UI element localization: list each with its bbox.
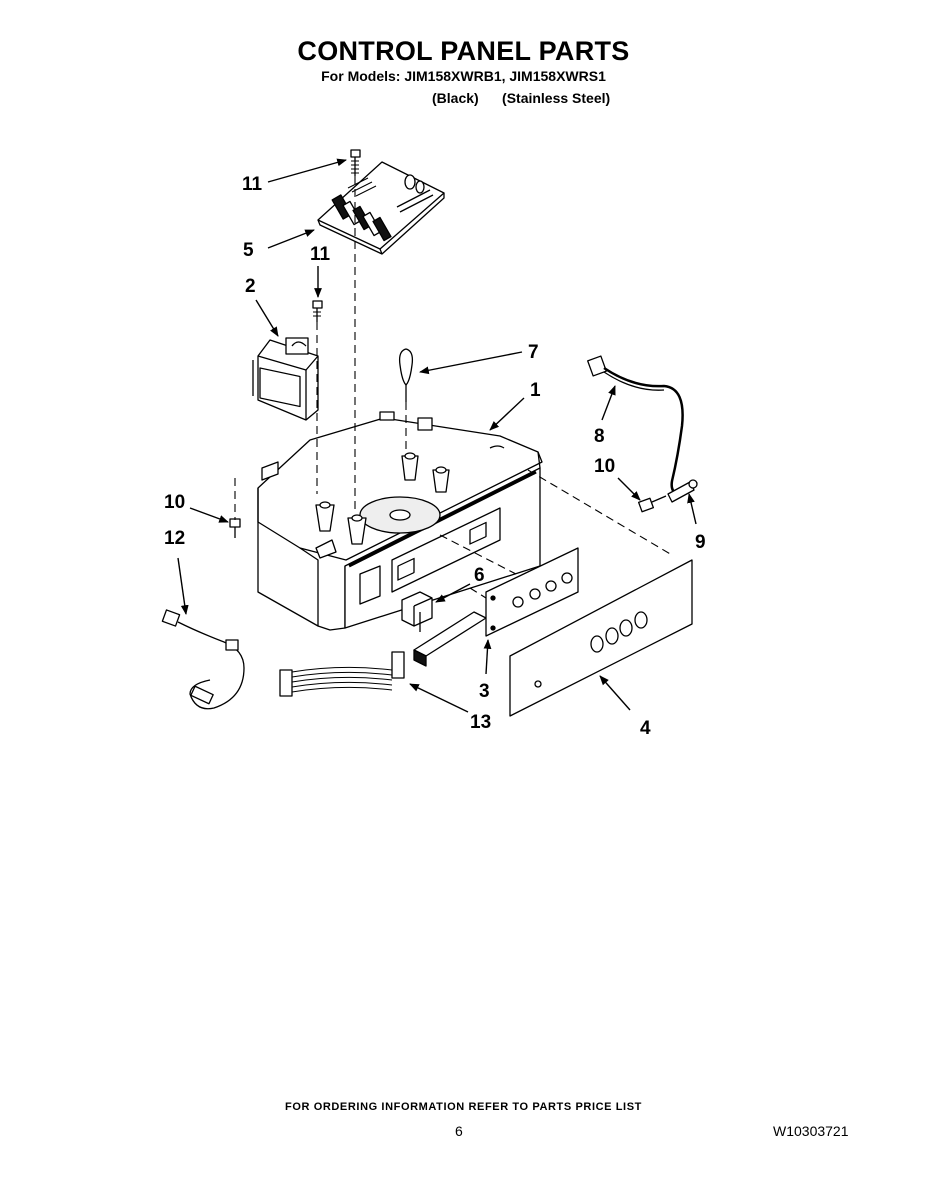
transformer-part xyxy=(252,337,319,421)
callout-6: 6 xyxy=(474,565,485,586)
variant-stainless-label: (Stainless Steel) xyxy=(502,90,611,106)
control-board-part xyxy=(317,161,445,255)
screw-part xyxy=(312,300,323,322)
overlay-panel-part xyxy=(509,559,693,717)
callout-12: 12 xyxy=(164,528,185,549)
page-title: CONTROL PANEL PARTS xyxy=(297,36,630,66)
document-number: W10303721 xyxy=(773,1123,849,1139)
callout-11-top: 11 xyxy=(242,174,263,195)
sensor-harness-part xyxy=(161,609,245,710)
variant-black-label: (Black) xyxy=(432,90,479,106)
page-number: 6 xyxy=(455,1123,463,1139)
assembly-lines xyxy=(234,176,673,599)
callout-11-mid: 11 xyxy=(310,244,331,265)
button-board-part xyxy=(485,547,579,637)
callout-1: 1 xyxy=(530,380,541,401)
screw-part xyxy=(350,149,361,176)
callout-9: 9 xyxy=(695,532,706,553)
callout-5: 5 xyxy=(243,240,254,261)
wire-harness-part xyxy=(587,355,684,497)
bulb-part xyxy=(398,348,414,402)
model-variants: (Black) (Stainless Steel) xyxy=(432,90,610,106)
ribbon-cable-part xyxy=(279,611,487,697)
callout-4: 4 xyxy=(640,718,651,739)
callout-8: 8 xyxy=(594,426,605,447)
clip-part xyxy=(667,479,698,503)
callout-10-right: 10 xyxy=(594,456,615,477)
switch-part xyxy=(401,591,433,632)
control-housing-part xyxy=(257,411,543,631)
ordering-note: FOR ORDERING INFORMATION REFER TO PARTS … xyxy=(285,1101,642,1113)
models-subtitle: For Models: JIM158XWRB1, JIM158XWRS1 xyxy=(321,68,606,84)
callout-3: 3 xyxy=(479,681,490,702)
callout-13: 13 xyxy=(470,712,491,733)
screw-part xyxy=(229,518,241,538)
callout-7: 7 xyxy=(528,342,539,363)
callout-10-left: 10 xyxy=(164,492,185,513)
screw-part xyxy=(638,495,667,513)
callout-2: 2 xyxy=(245,276,256,297)
